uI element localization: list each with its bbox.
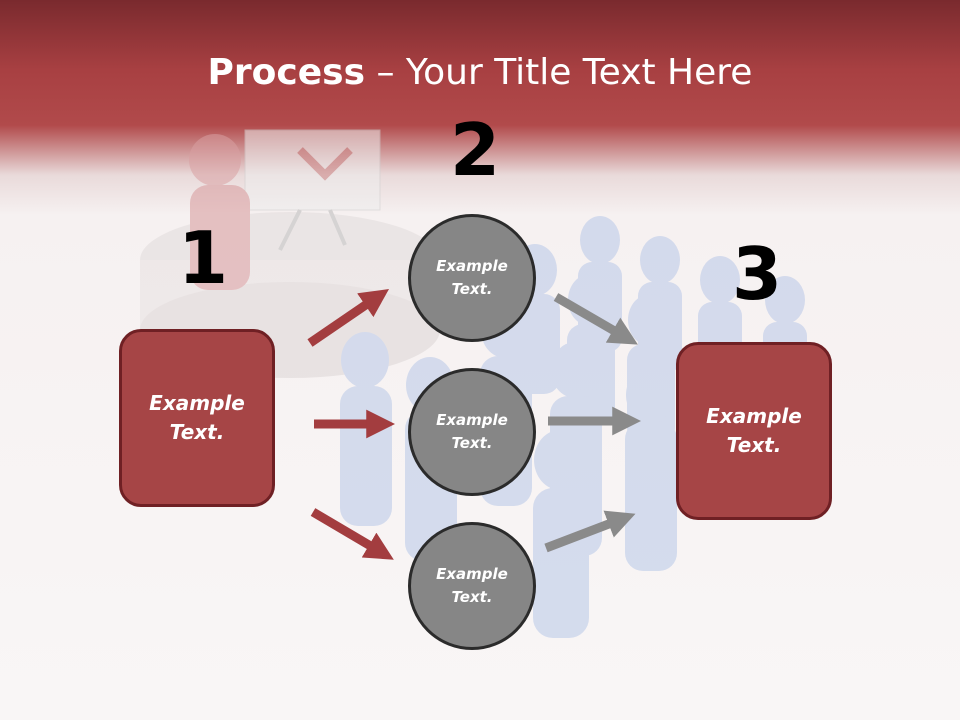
circle-bottom-line1: Example [436, 565, 508, 583]
step-number-1: 1 [178, 216, 229, 300]
gray-arrow-up [544, 510, 636, 553]
slide-title: Process – Your Title Text Here [0, 52, 960, 93]
title-bold: Process [207, 52, 366, 93]
circle-middle-line1: Example [436, 411, 508, 429]
step-number-3: 3 [732, 232, 783, 316]
left-box-line1: Example [149, 391, 245, 415]
circle-top-line1: Example [436, 257, 508, 275]
right-box-line2: Text. [726, 433, 782, 457]
title-rest: – Your Title Text Here [365, 52, 753, 93]
left-box-line2: Text. [169, 420, 225, 444]
red-arrow-up [307, 289, 390, 347]
circle-middle-line2: Text. [451, 434, 493, 452]
red-arrow-down [310, 508, 394, 560]
step-number-2: 2 [450, 108, 501, 192]
circle-bottom-line2: Text. [451, 588, 493, 606]
gray-arrow-down [553, 293, 638, 345]
circle-top-line2: Text. [451, 280, 493, 298]
right-box-line1: Example [706, 404, 802, 428]
